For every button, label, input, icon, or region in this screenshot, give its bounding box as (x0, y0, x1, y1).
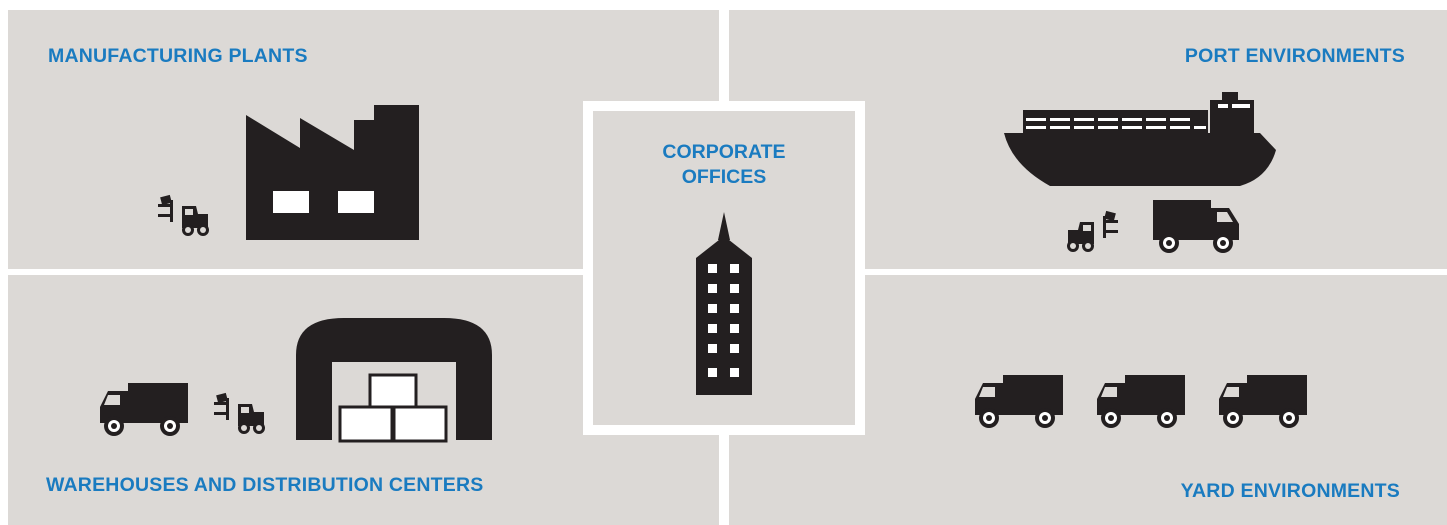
truck-fleet-icon (975, 375, 1307, 428)
manufacturing-title: MANUFACTURING PLANTS (48, 45, 308, 67)
office-tower-icon (696, 212, 752, 395)
warehouse-truck-icon (100, 383, 188, 436)
factory-icon (246, 105, 419, 240)
forklift-icon (158, 194, 209, 236)
corporate-title-line1: CORPORATE (662, 141, 786, 163)
corporate-title-line2: OFFICES (681, 166, 767, 188)
yard-truck-icon (975, 375, 1063, 428)
cargo-ship-icon (1004, 92, 1276, 186)
corporate-title: CORPORATE OFFICES (593, 140, 855, 190)
yard-truck-icon (1097, 375, 1185, 428)
port-title: PORT ENVIRONMENTS (1184, 45, 1405, 67)
port-truck-icon (1153, 200, 1239, 253)
yard-truck-icon (1219, 375, 1307, 428)
warehouses-title: WAREHOUSES AND DISTRIBUTION CENTERS (46, 474, 484, 496)
warehouse-icon (296, 318, 492, 443)
warehouse-forklift-icon (214, 392, 265, 434)
port-forklift-icon (1067, 210, 1118, 252)
yard-title: YARD ENVIRONMENTS (1180, 480, 1400, 502)
